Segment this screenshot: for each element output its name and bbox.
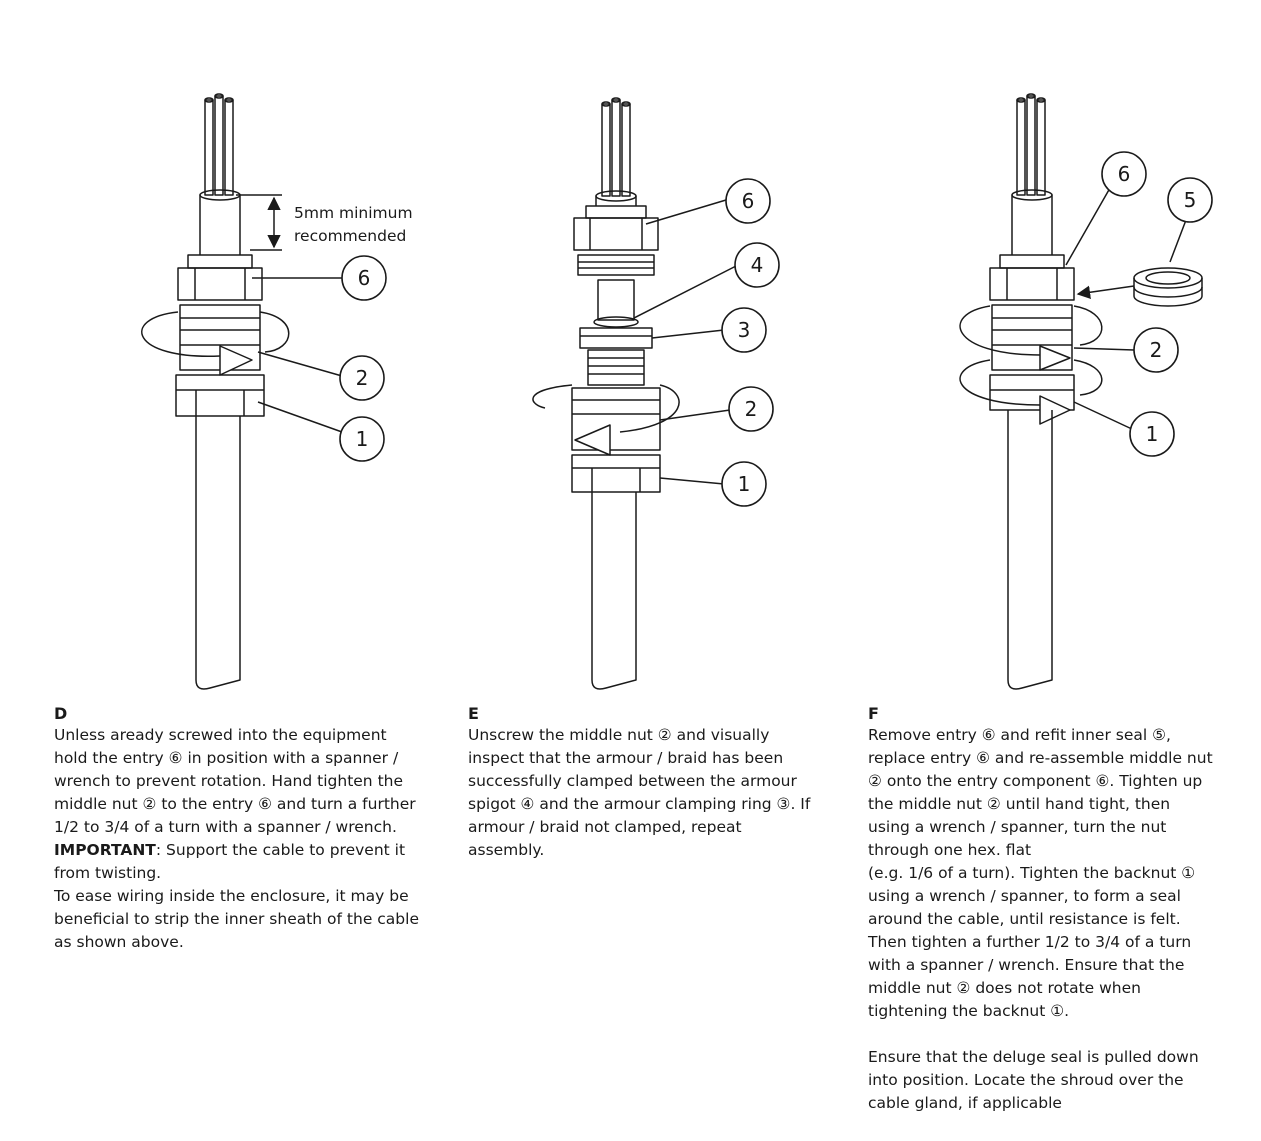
svg-text:6: 6 [742,189,755,213]
svg-text:2: 2 [356,366,369,390]
gland-assembly-illustration: 5mm minimum recommended 6 2 1 [141,93,1213,690]
svg-text:3: 3 [738,318,751,342]
cable-cores [1016,93,1046,196]
svg-text:4: 4 [751,253,764,277]
step-e-instructions: E Unscrew the middle nut ② and visually … [468,704,818,862]
svg-text:6: 6 [1118,162,1131,186]
step-f-text3: Ensure that the deluge seal is pulled do… [868,1048,1199,1112]
step-e-heading: E [468,704,479,723]
dimension-label-line1: 5mm minimum [294,204,413,222]
panel-f-callout-6: 6 [1101,151,1147,197]
svg-text:5: 5 [1184,188,1197,212]
panel-e-drawing [532,97,739,690]
panel-d-callout-2: 2 [339,355,385,401]
svg-text:1: 1 [356,427,369,451]
panel-e-callout-4: 4 [734,242,780,288]
panel-f-callout-1: 1 [1129,411,1175,457]
cable-cores [204,93,234,196]
step-d-instructions: D Unless aready screwed into the equipme… [54,704,424,954]
panel-d-callout-1: 1 [339,416,385,462]
step-d-heading: D [54,704,68,723]
panel-d-callout-6: 6 [341,255,387,301]
svg-text:1: 1 [738,472,751,496]
svg-text:2: 2 [745,397,758,421]
panel-e-callout-6: 6 [725,178,771,224]
step-e-text: Unscrew the middle nut ② and visually in… [468,726,811,859]
step-d-note: To ease wiring inside the enclosure, it … [54,887,419,951]
step-d-important: IMPORTANT: Support the cable to prevent … [54,839,424,885]
panel-e-callout-3: 3 [721,307,767,353]
important-text: : Support the cable to prevent it from t… [54,841,406,882]
svg-text:1: 1 [1146,422,1159,446]
step-d-text: Unless aready screwed into the equipment… [54,726,416,836]
panel-d-drawing [141,93,343,690]
svg-text:2: 2 [1150,338,1163,362]
svg-text:6: 6 [358,266,371,290]
panel-f-callout-5: 5 [1167,177,1213,223]
important-label: IMPORTANT [54,841,156,859]
cable-cores [601,97,631,197]
panel-f-callout-2: 2 [1133,327,1179,373]
step-f-text1: Remove entry ⑥ and refit inner seal ⑤, r… [868,726,1213,859]
dimension-label-line2: recommended [294,227,406,245]
step-f-heading: F [868,704,879,723]
panel-e-callout-2: 2 [728,386,774,432]
panel-f-drawing [959,93,1203,690]
step-f-text2: (e.g. 1/6 of a turn). Tighten the backnu… [868,864,1196,1020]
panel-e-callout-1: 1 [721,461,767,507]
step-f-instructions: F Remove entry ⑥ and refit inner seal ⑤,… [868,704,1213,1115]
